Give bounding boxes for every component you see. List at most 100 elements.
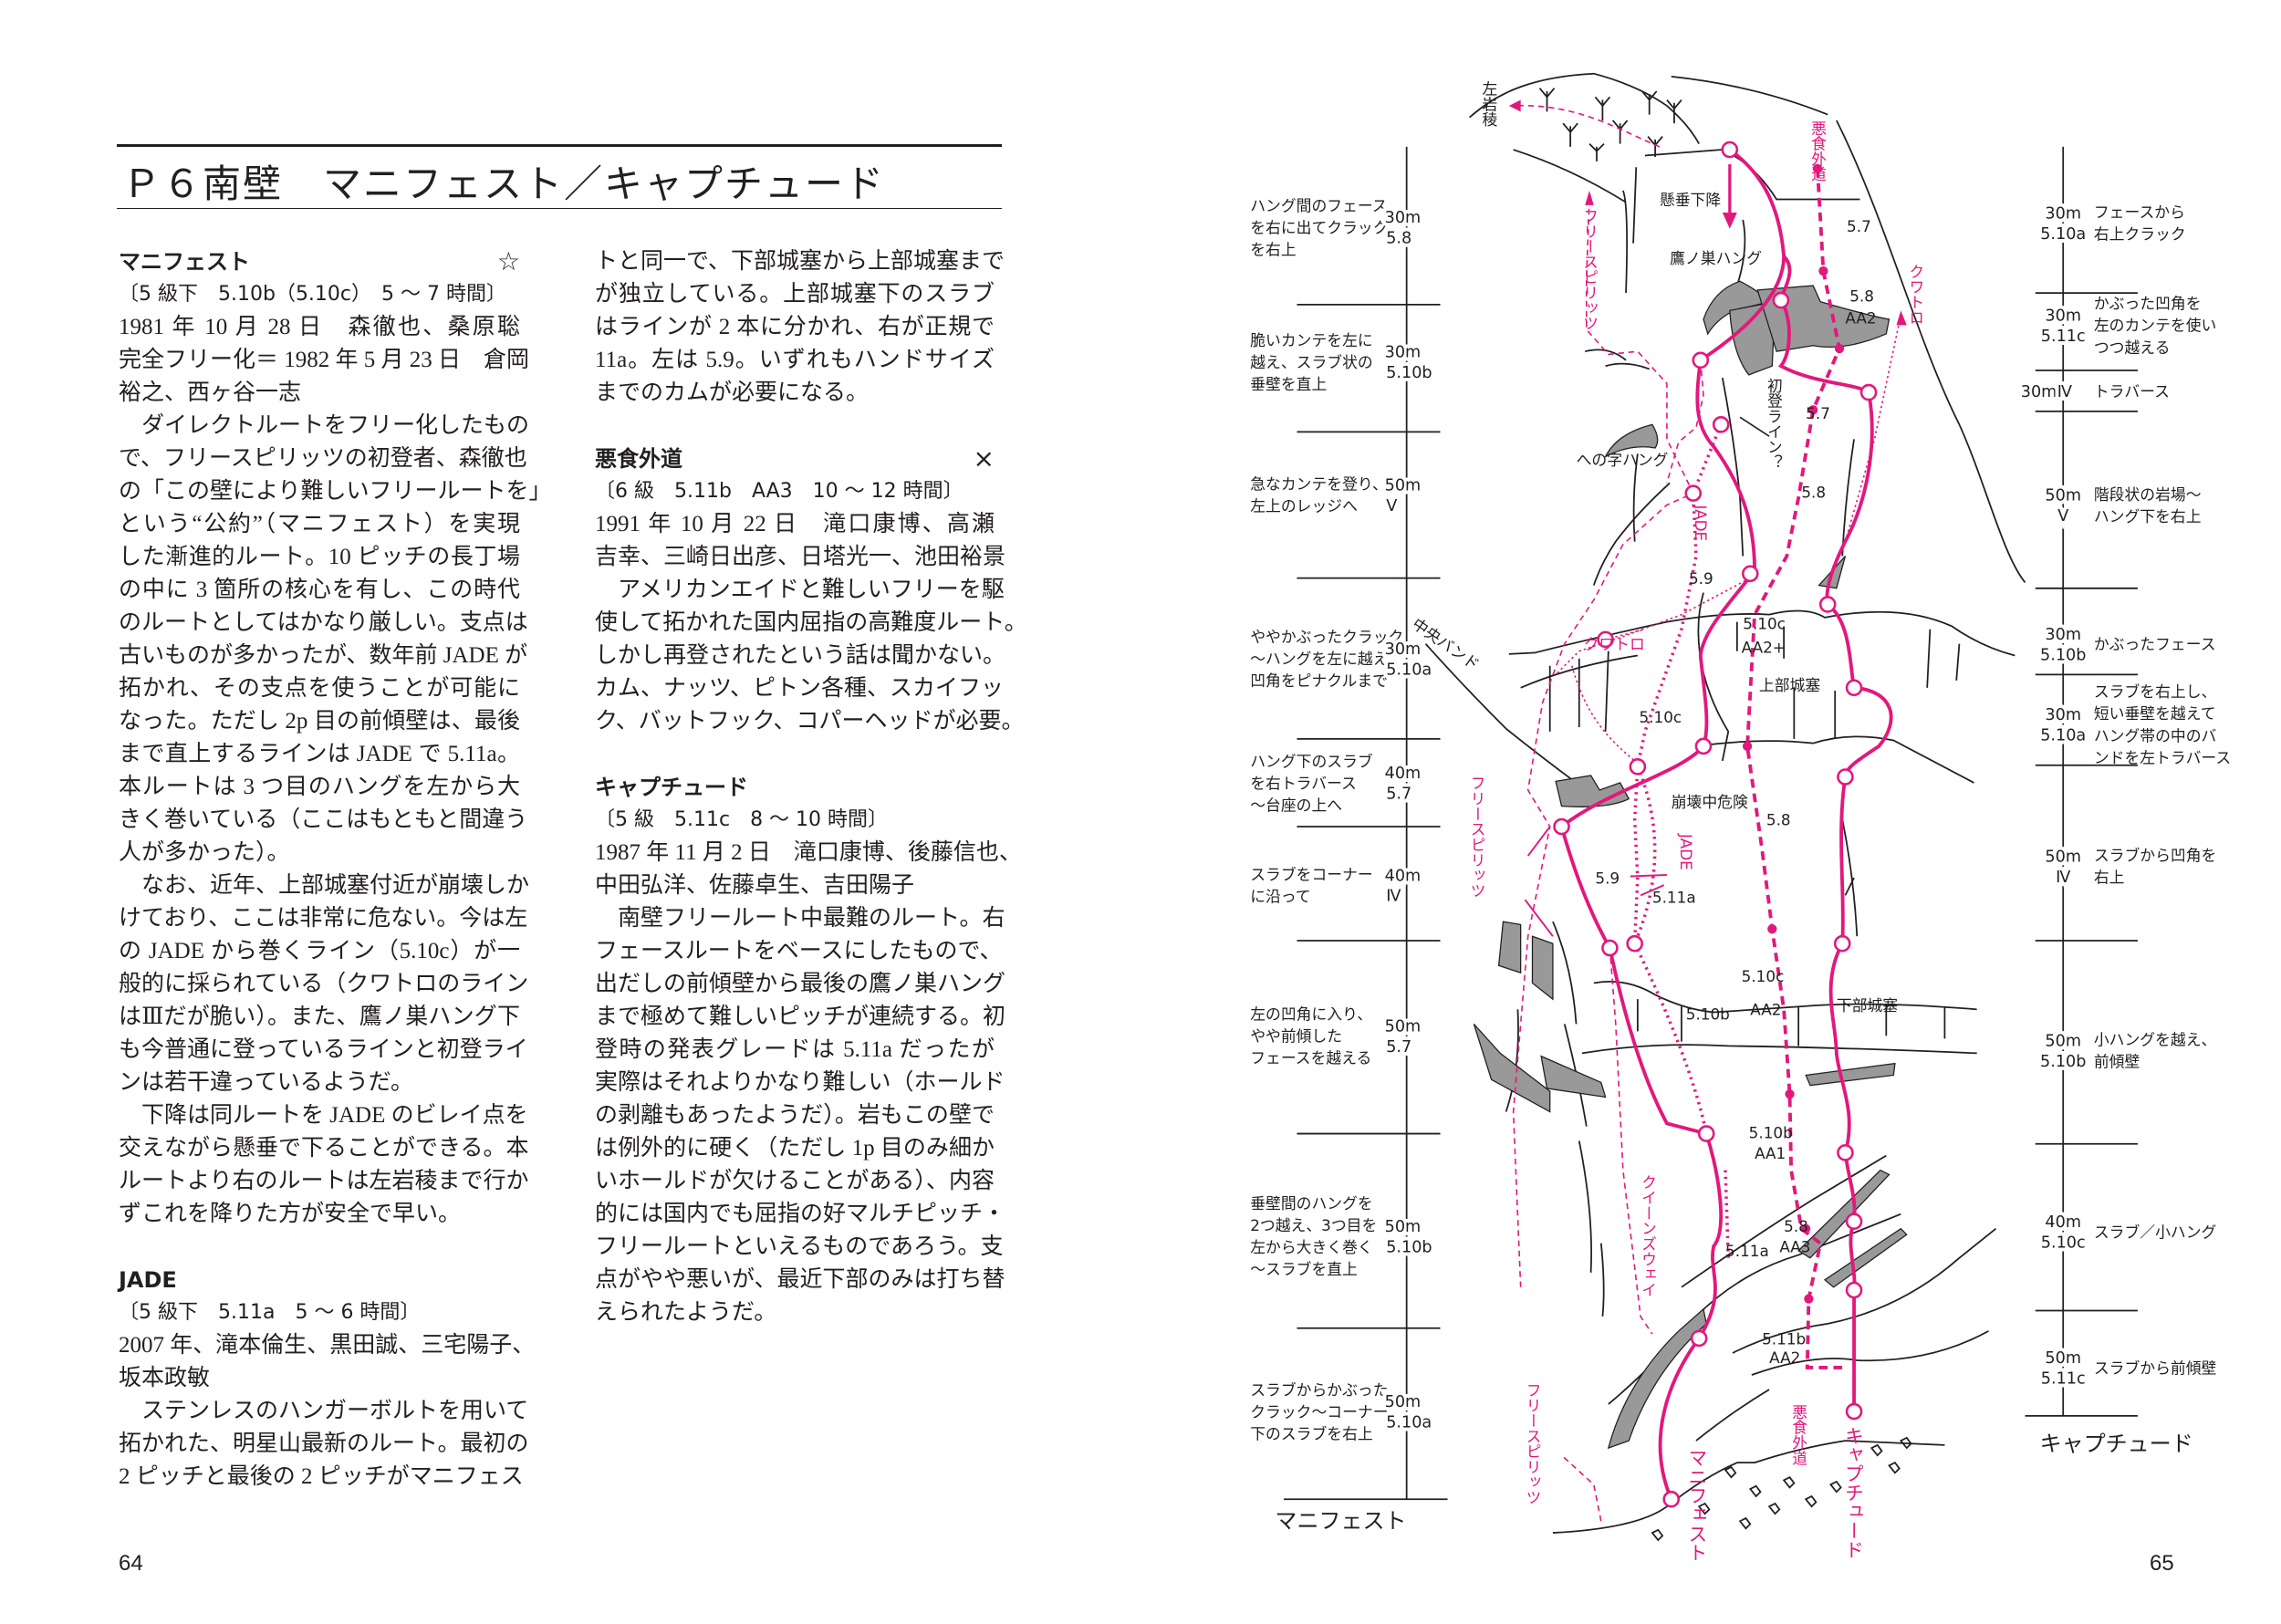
rock-outlines	[1424, 72, 2026, 1534]
body-text-line: 点がやや悪いが、最近下部のみは打ち替	[595, 1267, 1005, 1292]
route-name: マニフェスト	[119, 249, 250, 275]
body-text-line: ルートより右のルートは左岩稜まで行か	[119, 1169, 529, 1193]
route-jade	[1632, 423, 1730, 1258]
topo-label: フリースピリッツ	[1580, 208, 1599, 331]
pitch-description: 右上	[2094, 869, 2125, 887]
route-free-spirits	[1512, 197, 1694, 1522]
route-name: キャプチュード	[595, 775, 748, 800]
route-free-spirits-to-ridge	[1513, 104, 1661, 148]
body-text-line: も今普通に登っているラインと初登ライ	[119, 1037, 528, 1062]
scree-rocks	[1651, 1436, 1912, 1542]
page-title: Ｐ６南壁 マニフェスト／キャプチュード	[122, 161, 886, 206]
pitch-grade: 5.10b	[1386, 1238, 1432, 1256]
body-text-line: ステンレスのハンガーボルトを用いて	[119, 1399, 529, 1423]
belay-point-icon	[1741, 565, 1759, 583]
pitch-description: 垂壁間のハングを	[1250, 1194, 1373, 1213]
pitch-description: 左上のレッジへ	[1250, 497, 1358, 515]
topo-label: 5.7	[1806, 404, 1830, 422]
pitch-description: ややかぶったクラック	[1250, 628, 1403, 646]
topo-label: 5.8	[1784, 1217, 1808, 1235]
rappel-arrow-head	[1722, 212, 1737, 229]
pitch-description: を右に出てクラック	[1250, 218, 1388, 236]
body-text-line: で、フリースピリッツの初登者、森徹也	[119, 446, 527, 471]
body-text-line: はラインが 2 本に分かれ、右が正規で	[595, 315, 995, 339]
title-rule-bottom	[117, 208, 1002, 209]
topo-label: 懸垂下降	[1660, 191, 1721, 209]
topo-label: 5.9	[1689, 569, 1713, 588]
pitch-description: スラブを右上し、	[2094, 682, 2217, 701]
belay-point-icon	[1626, 934, 1643, 953]
body-text-line: 本ルートは 3 つ目のハングを左から大	[119, 775, 520, 799]
body-text-line: 拓かれ、その支点を使うことが可能に	[119, 676, 520, 701]
belay-point-icon	[1662, 1490, 1681, 1508]
pitch-description: スラブから前傾壁	[2094, 1359, 2217, 1377]
topo-label: 5.10b	[1686, 1005, 1730, 1024]
pitch-grade: Ⅳ	[1386, 888, 1401, 906]
pitch-grade: 5.7	[1386, 1038, 1411, 1057]
body-text-line: はⅢだが脆い）。また、鷹ノ巣ハング下	[119, 1005, 520, 1029]
belay-point-icon	[1859, 383, 1878, 401]
pitch-grade: 5.10a	[1386, 661, 1432, 679]
aid-belay-dot-icon	[1808, 405, 1818, 415]
aid-belay-dot-icon	[1785, 1089, 1795, 1099]
pitch-description: ハング帯の中のバ	[2094, 726, 2217, 744]
route-grade: 〔5 級 5.11c 8 ～ 10 時間〕	[595, 808, 889, 831]
pitch-length: 30m	[2045, 204, 2081, 223]
body-text-line: 坂本政敏	[119, 1366, 211, 1390]
body-text-line: 11a。左は 5.9。いずれもハンドサイズ	[595, 348, 995, 372]
topo-label: フリースピリッツ	[1468, 776, 1486, 899]
belay-point-icon	[1684, 484, 1703, 502]
body-text-line: した漸進的ルート。10 ピッチの長丁場	[119, 545, 520, 569]
route-arrowheads	[1508, 99, 1907, 326]
pitch-description: スラブからかぶった	[1250, 1380, 1388, 1399]
body-text-line: ずこれを降りた方が安全で早い。	[119, 1202, 462, 1226]
pitch-description: クラック～コーナー	[1250, 1402, 1388, 1421]
aid-belay-dot-icon	[1767, 924, 1777, 934]
topo-label: 5.10b	[1749, 1123, 1793, 1141]
pitch-description: 小ハングを越え、	[2094, 1031, 2217, 1049]
aid-belay-dot-icon	[1818, 265, 1828, 276]
topo-label: 5.8	[1849, 287, 1874, 306]
pitch-grade: 5.7	[1386, 786, 1411, 804]
pitch-length: 30m	[1385, 209, 1422, 227]
body-text-line: 中田弘洋、佐藤卓生、吉田陽子	[595, 873, 915, 898]
body-text-line: カム、ナッツ、ピトン各種、スカイフッ	[595, 676, 1005, 701]
topo-label: 5.11a	[1725, 1242, 1769, 1260]
body-text-line: フリールートといえるものであろう。支	[595, 1234, 1004, 1259]
topo-label: AA2	[1750, 1001, 1781, 1019]
pitch-grade: 5.11c	[2041, 1370, 2086, 1389]
body-text-line: アメリカンエイドと難しいフリーを駆	[595, 578, 1005, 602]
page-number-left: 64	[119, 1551, 143, 1576]
body-text-line: 的には国内でも屈指の好マルチピッチ・	[595, 1202, 1006, 1226]
body-text-line: けており、ここは非常に危ない。今は左	[119, 906, 528, 931]
topo-label: 5.7	[1847, 217, 1871, 235]
route-grade: 〔5 級下 5.10b（5.10c） 5 ～ 7 時間〕	[119, 283, 506, 306]
pitch-description: 下のスラブを右上	[1250, 1425, 1373, 1443]
belay-points	[1553, 141, 1878, 1508]
body-text-line: 使して拓かれた国内屈指の高難度ルート。	[595, 610, 1027, 635]
belay-point-icon	[1818, 596, 1837, 613]
pitch-description: 脆いカンテを左に	[1250, 331, 1373, 349]
body-text-line: という“公約”（マニフェスト）を実現	[119, 512, 520, 536]
body-text-line: フェースルートをベースにしたもので、	[595, 939, 1003, 963]
pitch-description: スラブから凹角を	[2094, 847, 2217, 865]
topo-label: 鷹ノ巣ハング	[1670, 249, 1762, 267]
topo-label: AA2	[1845, 309, 1876, 328]
body-text-line: 1981 年 10 月 28 日 森徹也、桑原聡	[119, 315, 520, 339]
pitch-length: 30m	[1385, 344, 1422, 362]
text-column-1: マニフェスト☆〔5 級下 5.10b（5.10c） 5 ～ 7 時間〕1981 …	[119, 245, 552, 1494]
topo-label: クワトロ	[1584, 635, 1645, 653]
pitch-scales	[1284, 146, 2138, 1501]
body-text-line: しかし再登されたという話は聞かない。	[595, 643, 1006, 668]
body-text-line: 1991 年 10 月 22 日 滝口康博、高瀬	[595, 512, 995, 536]
pitch-grade: 5.10b	[1386, 364, 1432, 382]
pitch-length: 40m	[2045, 1213, 2081, 1232]
text-column-2: トと同一で、下部城塞から上部城塞までが独立している。上部城塞下のスラブはラインが…	[595, 245, 1027, 1329]
belay-point-icon	[1601, 939, 1619, 957]
pitch-length: 30m	[2045, 626, 2081, 644]
belay-point-icon	[1845, 1402, 1863, 1421]
belay-point-icon	[1690, 1329, 1708, 1348]
pitch-grade: Ⅴ	[1386, 497, 1397, 515]
pitch-description: ハング間のフェース	[1250, 196, 1387, 214]
body-text-line: 登時の発表グレードは 5.11a だったが	[595, 1037, 995, 1062]
